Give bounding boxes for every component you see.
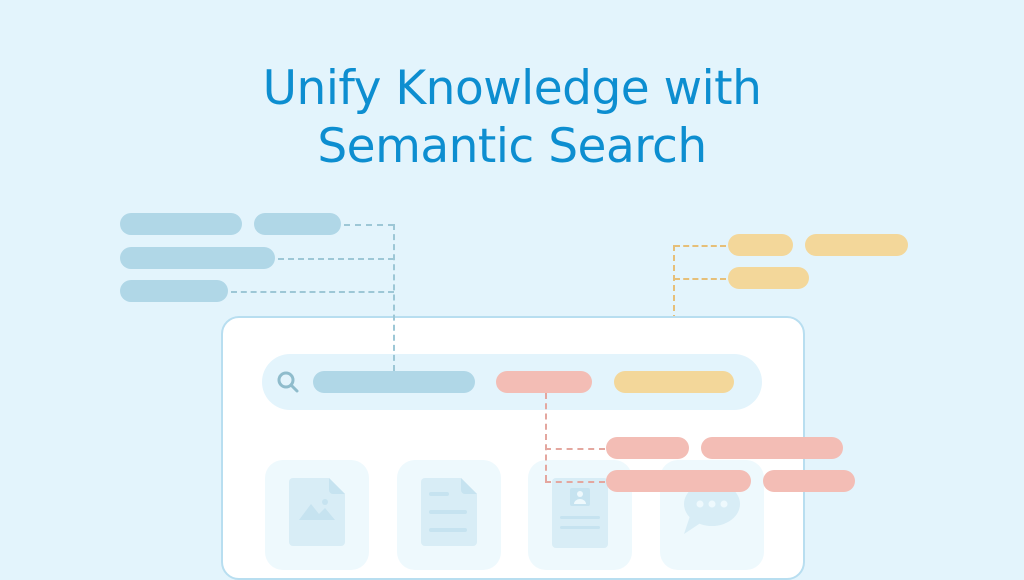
yellow-keyword-pill — [728, 234, 793, 256]
connector-line — [545, 393, 547, 481]
connector-line — [674, 245, 726, 247]
connector-line — [673, 245, 675, 371]
connector-line — [545, 481, 605, 483]
headline-line-2: Semantic Search — [317, 119, 707, 174]
headline-line-1: Unify Knowledge with — [262, 61, 762, 116]
blue-keyword-pill — [120, 280, 228, 302]
yellow-keyword-pill — [728, 267, 809, 289]
chat-bubble-icon — [684, 482, 740, 534]
red-keyword-pill — [701, 437, 843, 459]
search-query-token-red[interactable] — [496, 371, 592, 393]
search-query-token-blue[interactable] — [313, 371, 475, 393]
red-keyword-pill — [606, 437, 689, 459]
red-keyword-pill — [763, 470, 855, 492]
connector-line — [393, 224, 395, 371]
connector-line — [545, 448, 605, 450]
result-tile-document[interactable] — [397, 460, 501, 570]
connector-line — [344, 224, 394, 226]
blue-keyword-pill — [120, 213, 242, 235]
image-file-icon — [289, 478, 345, 546]
profile-card-icon — [552, 478, 608, 548]
text-document-icon — [421, 478, 477, 546]
headline: Unify Knowledge with Semantic Search — [0, 60, 1024, 176]
connector-line — [278, 258, 394, 260]
yellow-keyword-pill — [805, 234, 908, 256]
connector-line — [231, 291, 394, 293]
result-tile-image[interactable] — [265, 460, 369, 570]
blue-keyword-pill — [254, 213, 341, 235]
blue-keyword-pill — [120, 247, 275, 269]
connector-line — [674, 278, 726, 280]
search-icon — [277, 371, 299, 393]
red-keyword-pill — [606, 470, 751, 492]
search-query-token-yellow[interactable] — [614, 371, 734, 393]
